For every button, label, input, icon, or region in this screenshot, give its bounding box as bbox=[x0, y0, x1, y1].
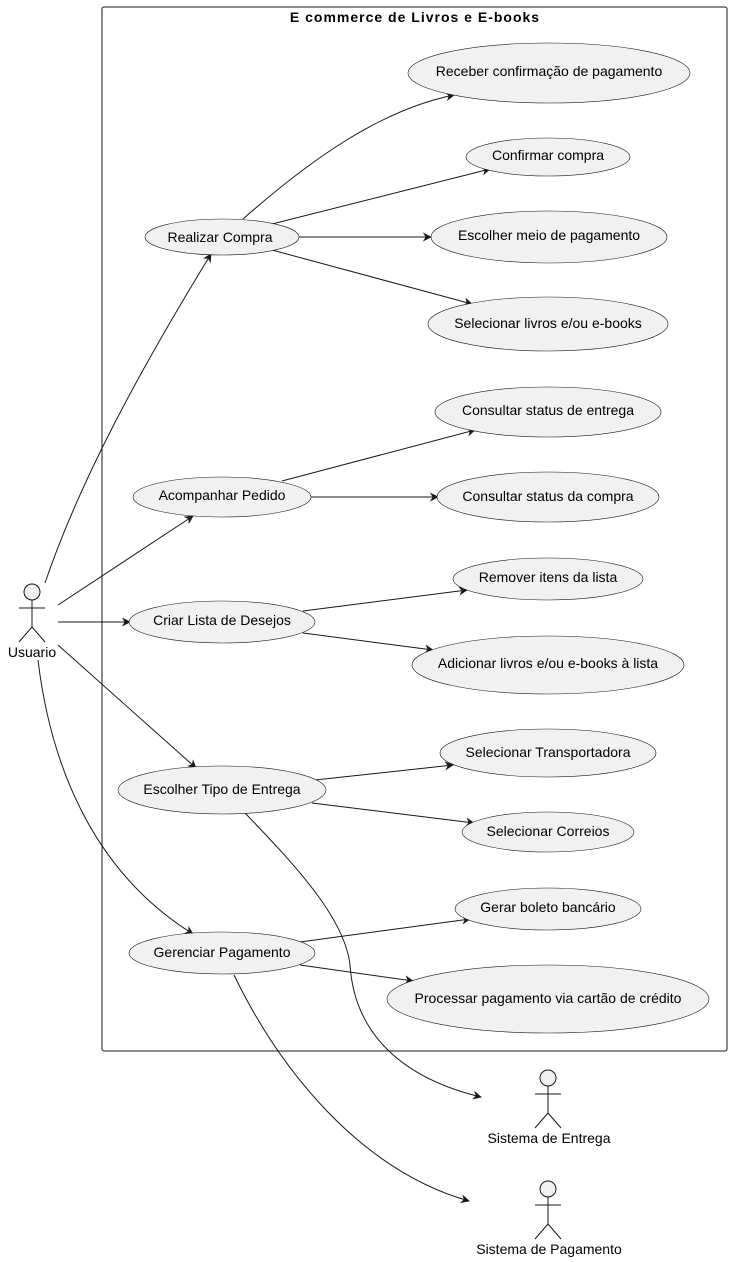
use-case-status-compra[interactable]: Consultar status da compra bbox=[436, 471, 660, 523]
use-case-label: Confirmar compra bbox=[492, 147, 604, 163]
use-case-remover-itens[interactable]: Remover itens da lista bbox=[452, 557, 644, 601]
edge-realizar-receber bbox=[242, 92, 455, 220]
use-case-label: Escolher Tipo de Entrega bbox=[143, 781, 300, 797]
use-case-label: Selecionar Correios bbox=[487, 823, 610, 839]
use-case-cartao[interactable]: Processar pagamento via cartão de crédit… bbox=[386, 964, 710, 1034]
actor-sistema-entrega[interactable]: Sistema de Entrega bbox=[488, 1069, 611, 1146]
relations bbox=[37, 92, 491, 1204]
edge-tipo-correios bbox=[311, 802, 475, 827]
edge-gerenciar-boleto bbox=[299, 915, 471, 943]
use-case-gerenciar-pagamento[interactable]: Gerenciar Pagamento bbox=[128, 931, 316, 975]
use-case-tipo-entrega[interactable]: Escolher Tipo de Entrega bbox=[117, 765, 327, 815]
system-boundary: E commerce de Livros e E-books bbox=[101, 6, 728, 1052]
use-case-label: Consultar status de entrega bbox=[462, 402, 634, 418]
actor-label: Sistema de Pagamento bbox=[476, 1241, 622, 1257]
use-case-label: Consultar status da compra bbox=[462, 488, 633, 504]
use-case-label: Criar Lista de Desejos bbox=[153, 612, 291, 628]
use-case-acompanhar-pedido[interactable]: Acompanhar Pedido bbox=[132, 476, 312, 518]
use-case-label: Receber confirmação de pagamento bbox=[436, 63, 663, 79]
use-case-boleto[interactable]: Gerar boleto bancário bbox=[454, 887, 642, 931]
edge-lista-adicionar bbox=[302, 632, 434, 654]
edge-usuario-realizar bbox=[44, 253, 212, 584]
use-cases: Realizar Compra Receber confirmação de p… bbox=[117, 42, 710, 1034]
edge-acompanhar-status-entrega bbox=[281, 427, 476, 482]
edge-usuario-tipo-entrega bbox=[57, 644, 197, 769]
use-case-status-entrega[interactable]: Consultar status de entrega bbox=[434, 386, 662, 438]
edge-tipo-transportadora bbox=[314, 761, 454, 781]
edge-realizar-selecionar bbox=[271, 249, 473, 307]
edge-gerenciar-pagamento-sistema bbox=[233, 974, 470, 1204]
actor-label: Usuario bbox=[8, 644, 56, 660]
actor-sistema-pagamento[interactable]: Sistema de Pagamento bbox=[476, 1180, 622, 1257]
use-case-transportadora[interactable]: Selecionar Transportadora bbox=[439, 728, 657, 778]
use-case-label: Processar pagamento via cartão de crédit… bbox=[415, 990, 682, 1006]
use-case-criar-lista[interactable]: Criar Lista de Desejos bbox=[128, 600, 316, 644]
actor-head bbox=[539, 1180, 557, 1198]
system-title: E commerce de Livros e E-books bbox=[290, 9, 540, 25]
system-boundary-box bbox=[101, 6, 728, 1052]
actor-label: Sistema de Entrega bbox=[488, 1130, 611, 1146]
use-case-label: Selecionar livros e/ou e-books bbox=[454, 315, 642, 331]
use-case-correios[interactable]: Selecionar Correios bbox=[461, 811, 635, 853]
use-case-label: Realizar Compra bbox=[167, 229, 272, 245]
use-case-receber-confirmacao[interactable]: Receber confirmação de pagamento bbox=[407, 42, 691, 104]
use-case-label: Selecionar Transportadora bbox=[466, 744, 631, 760]
use-case-realizar-compra[interactable]: Realizar Compra bbox=[144, 218, 300, 256]
actor-head bbox=[23, 583, 41, 601]
actor-usuario[interactable]: Usuario bbox=[8, 583, 56, 660]
use-case-escolher-meio[interactable]: Escolher meio de pagamento bbox=[430, 210, 668, 264]
use-case-label: Escolher meio de pagamento bbox=[458, 227, 640, 243]
edge-tipo-entrega-sistema bbox=[244, 812, 482, 1100]
use-case-label: Adicionar livros e/ou e-books à lista bbox=[438, 655, 658, 671]
actor-head bbox=[539, 1069, 557, 1087]
edge-gerenciar-cartao bbox=[299, 964, 414, 985]
use-case-label: Acompanhar Pedido bbox=[159, 487, 286, 503]
edge-usuario-gerenciar bbox=[37, 659, 194, 935]
edge-usuario-acompanhar bbox=[57, 515, 194, 606]
use-case-label: Gerar boleto bancário bbox=[480, 899, 616, 915]
edge-lista-remover bbox=[302, 586, 468, 612]
use-case-label: Gerenciar Pagamento bbox=[154, 944, 291, 960]
use-case-adicionar-livros[interactable]: Adicionar livros e/ou e-books à lista bbox=[411, 635, 685, 695]
use-case-selecionar-livros[interactable]: Selecionar livros e/ou e-books bbox=[427, 296, 669, 352]
use-case-confirmar-compra[interactable]: Confirmar compra bbox=[465, 137, 631, 177]
edge-realizar-confirmar bbox=[271, 166, 491, 225]
use-case-label: Remover itens da lista bbox=[479, 569, 618, 585]
